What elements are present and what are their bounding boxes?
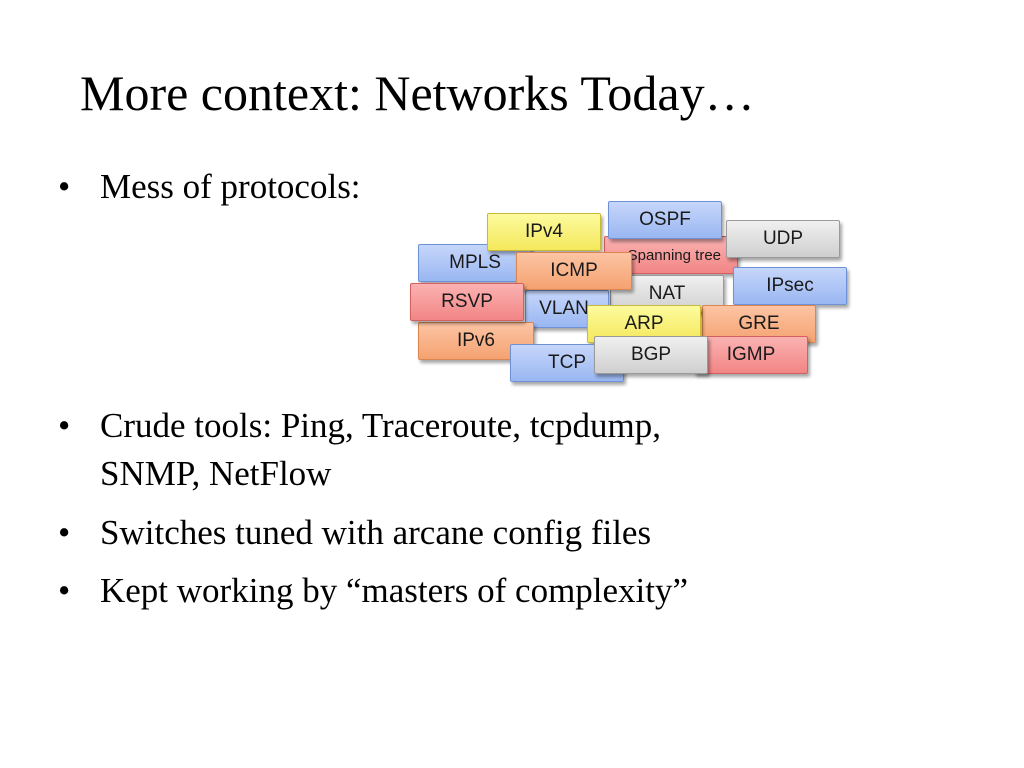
bullet-text: Mess of protocols: [100, 167, 361, 206]
protocol-box-ospf: OSPF [608, 201, 722, 239]
bullet-text: Switches tuned with arcane config files [100, 513, 652, 552]
bullet-marker: • [58, 167, 71, 206]
bullet-marker: • [58, 406, 71, 445]
bullet-text: Crude tools: Ping, Traceroute, tcpdump, [100, 406, 661, 445]
protocol-box-icmp: ICMP [516, 252, 632, 290]
protocol-box-rsvp: RSVP [410, 283, 524, 321]
slide-title: More context: Networks Today… [80, 65, 755, 121]
protocol-box-udp: UDP [726, 220, 840, 258]
protocol-box-ipv4: IPv4 [487, 213, 601, 251]
protocol-box-bgp: BGP [594, 336, 708, 374]
protocol-box-ipsec: IPsec [733, 267, 847, 305]
bullet-text-continued: SNMP, NetFlow [100, 454, 332, 493]
bullet-marker: • [58, 571, 71, 610]
bullet-marker: • [58, 513, 71, 552]
bullet-text: Kept working by “masters of complexity” [100, 571, 689, 610]
protocol-box-igmp: IGMP [694, 336, 808, 374]
protocol-box-mpls: MPLS [418, 244, 532, 282]
protocol-box-ipv6: IPv6 [418, 322, 534, 360]
